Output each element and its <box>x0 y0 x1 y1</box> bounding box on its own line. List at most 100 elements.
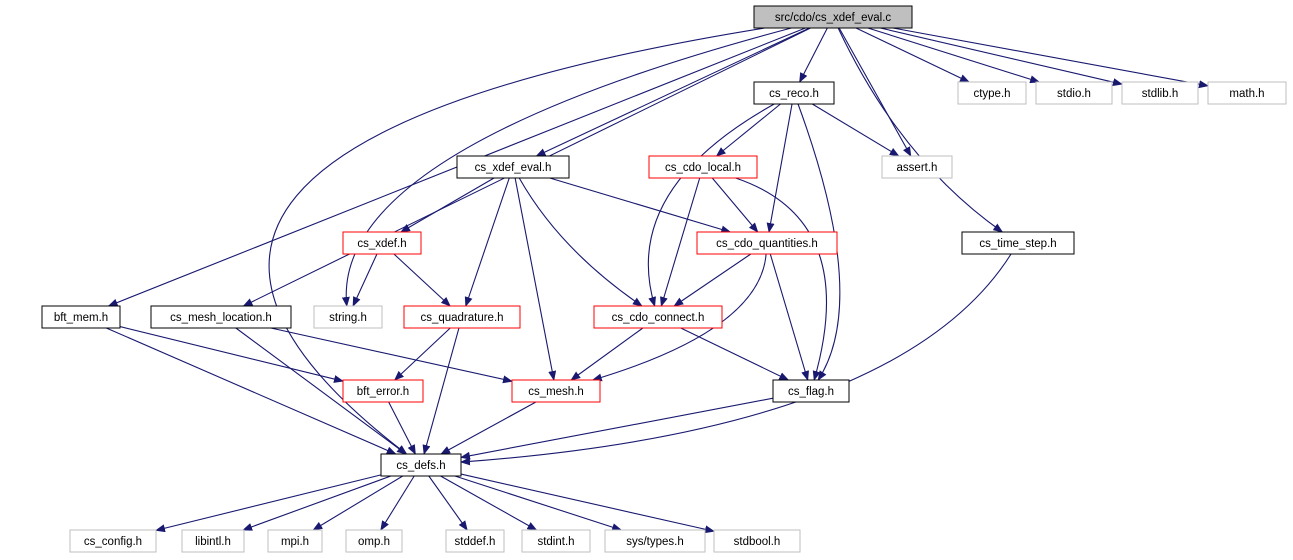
node-label: stdint.h <box>537 536 574 548</box>
node-box <box>604 529 706 553</box>
node-label: assert.h <box>897 162 938 174</box>
edge-cs_cdo_connect-to-cs_flag <box>680 327 790 381</box>
node-label: string.h <box>329 312 367 324</box>
node-box <box>403 305 521 329</box>
edge-cs_defs-to-mpi <box>312 475 404 531</box>
node-systypes: sys/types.h <box>604 529 706 553</box>
edge-cs_reco-to-cs_cdo_local <box>715 103 781 157</box>
node-cs-cdo-local[interactable]: cs_cdo_local.h <box>648 155 758 179</box>
node-box <box>456 155 570 179</box>
edge-cs_reco-to-cs_cdo_connect <box>647 103 775 307</box>
node-cs-cdo-connect[interactable]: cs_cdo_connect.h <box>593 305 723 329</box>
node-box <box>696 231 838 255</box>
node-box <box>1207 81 1287 105</box>
node-label: cs_flag.h <box>788 386 834 398</box>
node-label: bft_error.h <box>357 386 409 398</box>
node-label: stdlib.h <box>1142 88 1178 100</box>
node-cs-time-step[interactable]: cs_time_step.h <box>961 231 1075 255</box>
edge-cs_quadrature-to-bft_error <box>394 327 451 381</box>
edge-root-to-stdio <box>867 27 1041 84</box>
node-assert: assert.h <box>881 155 953 179</box>
edge-cs_xdef-to-cs_quadrature <box>393 253 451 307</box>
node-label: cs_config.h <box>84 536 142 548</box>
node-label: cs_cdo_connect.h <box>612 312 705 324</box>
edge-cs_xdef_eval_h-to-cs_mesh <box>514 177 557 381</box>
node-box <box>445 529 505 553</box>
node-label: bft_mem.h <box>54 312 108 324</box>
edge-bft_mem-to-cs_defs <box>106 327 397 455</box>
edge-cs_reco-to-cs_cdo_quantities <box>766 103 793 233</box>
node-box <box>713 529 801 553</box>
edge-cs_mesh_location-to-cs_mesh <box>270 327 513 384</box>
node-label: src/cdo/cs_xdef_eval.c <box>775 12 892 24</box>
node-cs-flag[interactable]: cs_flag.h <box>772 379 850 403</box>
edge-cs_defs-to-cs_config <box>155 474 382 533</box>
node-root[interactable]: src/cdo/cs_xdef_eval.c <box>753 5 913 29</box>
edge-cs_xdef_eval_h-to-cs_xdef <box>400 177 495 233</box>
edge-root-to-math <box>892 27 1209 89</box>
node-cs-mesh[interactable]: cs_mesh.h <box>511 379 601 403</box>
edge-cs_cdo_quantities-to-cs_cdo_connect <box>673 253 752 307</box>
edge-cs_time_step-to-cs_defs <box>460 253 1012 466</box>
edge-cs_xdef-to-string <box>352 253 378 307</box>
node-box <box>648 155 758 179</box>
node-label: cs_time_step.h <box>979 238 1056 250</box>
node-label: cs_mesh.h <box>528 386 584 398</box>
node-label: mpi.h <box>281 536 309 548</box>
node-bft-mem[interactable]: bft_mem.h <box>41 305 121 329</box>
edge-cs_reco-to-cs_flag <box>797 103 841 381</box>
node-cs-reco[interactable]: cs_reco.h <box>753 81 835 105</box>
node-box <box>342 231 422 255</box>
node-label: cs_xdef_eval.h <box>475 162 552 174</box>
node-libintl: libintl.h <box>181 529 245 553</box>
edge-cs_cdo_local-to-cs_flag <box>735 177 827 381</box>
edge-root-to-cs_xdef_eval_h <box>535 27 810 157</box>
node-cs-config: cs_config.h <box>69 529 157 553</box>
node-cs-cdo-quantities[interactable]: cs_cdo_quantities.h <box>696 231 838 255</box>
node-cs-quadrature[interactable]: cs_quadrature.h <box>403 305 521 329</box>
node-bft-error[interactable]: bft_error.h <box>342 379 424 403</box>
node-label: stdio.h <box>1057 88 1091 100</box>
edge-root-to-string <box>341 27 792 307</box>
node-box <box>772 379 850 403</box>
node-stdint: stdint.h <box>521 529 591 553</box>
edge-bft_error-to-cs_defs <box>388 401 416 455</box>
node-label: ctype.h <box>973 88 1010 100</box>
nodes-layer: src/cdo/cs_xdef_eval.c cs_reco.h ctype.h st… <box>41 5 1287 553</box>
node-label: libintl.h <box>195 536 231 548</box>
node-omp: omp.h <box>345 529 403 553</box>
node-cs-mesh-location[interactable]: cs_mesh_location.h <box>150 305 292 329</box>
node-string: string.h <box>313 305 383 329</box>
edge-cs_mesh-to-cs_defs <box>440 401 537 455</box>
node-cs-defs[interactable]: cs_defs.h <box>380 453 462 477</box>
node-box <box>511 379 601 403</box>
edge-bft_mem-to-bft_error <box>119 326 344 383</box>
edge-cs_cdo_connect-to-cs_mesh <box>570 327 644 381</box>
edge-root-to-ctype <box>855 27 970 83</box>
edge-cs_xdef_eval_h-to-cs_quadrature <box>464 177 510 307</box>
node-label: stdbool.h <box>734 536 781 548</box>
node-label: cs_defs.h <box>396 460 445 472</box>
edge-cs_defs-to-systypes <box>454 475 623 532</box>
node-label: cs_xdef.h <box>357 238 406 250</box>
node-stdbool: stdbool.h <box>713 529 801 553</box>
edge-root-to-stdlib <box>880 27 1123 87</box>
edge-cs_defs-to-stddef <box>428 475 468 531</box>
node-label: sys/types.h <box>626 536 684 548</box>
node-label: math.h <box>1229 88 1264 100</box>
node-cs-xdef[interactable]: cs_xdef.h <box>342 231 422 255</box>
node-label: cs_quadrature.h <box>420 312 503 324</box>
node-mpi: mpi.h <box>267 529 323 553</box>
edge-cs_defs-to-stdbool <box>460 473 715 534</box>
node-box <box>313 305 383 329</box>
node-stdio: stdio.h <box>1035 81 1113 105</box>
edge-cs_cdo_local-to-cs_cdo_connect <box>660 177 701 307</box>
edge-cs_reco-to-assert <box>812 103 900 157</box>
node-box <box>69 529 157 553</box>
node-box <box>521 529 591 553</box>
node-label: cs_cdo_quantities.h <box>716 238 818 250</box>
edge-cs_defs-to-stdint <box>440 475 538 531</box>
node-cs-xdef-eval-h[interactable]: cs_xdef_eval.h <box>456 155 570 179</box>
node-box <box>593 305 723 329</box>
node-box <box>753 81 835 105</box>
